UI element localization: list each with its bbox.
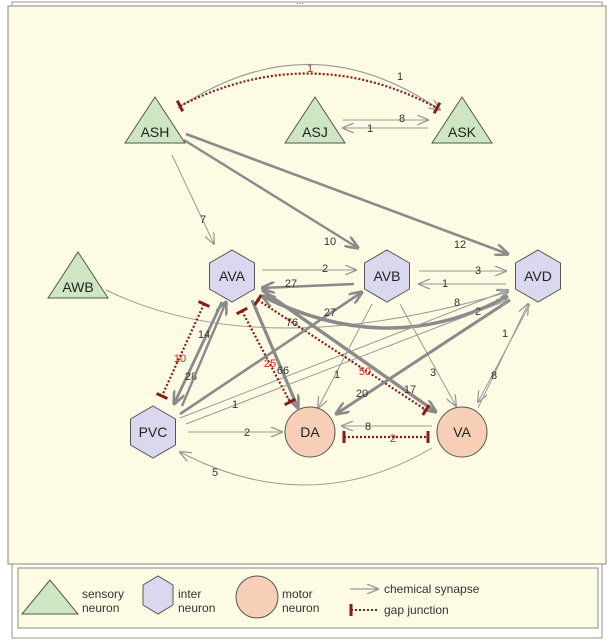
node-label-va: VA bbox=[453, 424, 471, 440]
edge-label-va-da: 8 bbox=[365, 421, 371, 433]
edge-label-ava-va-gap: 50 bbox=[359, 366, 371, 378]
edge-label-ava-da-gap: 25 bbox=[264, 358, 276, 370]
edge-label-avb-da: 1 bbox=[334, 369, 340, 381]
edge-label-ava-va: 17 bbox=[404, 384, 416, 396]
edge-label-ash-ask: 1 bbox=[397, 71, 403, 83]
node-asj: ASJ bbox=[284, 96, 346, 144]
chemical-synapse-va-avd bbox=[477, 304, 528, 409]
motor-neuron-circle-icon bbox=[436, 406, 488, 458]
chemical-synapse-va-pvc bbox=[180, 447, 433, 486]
node-ash: ASH bbox=[124, 96, 186, 144]
sensory-neuron-triangle-icon bbox=[47, 251, 109, 299]
chemical-synapse-pvc-avb bbox=[179, 292, 362, 416]
legend-inter-label-1: inter bbox=[178, 587, 201, 601]
chemical-synapse-ash-avd bbox=[185, 132, 508, 254]
gap-junction-ash-ask bbox=[175, 72, 442, 114]
nodes-layer: ASH ASJ ASK AWB AVA AVB AVD PVC DA VA bbox=[47, 96, 561, 459]
chemical-synapse-ash-ava bbox=[171, 154, 214, 244]
chemical-synapse-ash-avb bbox=[183, 138, 358, 248]
inter-neuron-hexagon-icon bbox=[209, 249, 255, 303]
legend-sensory-triangle-icon bbox=[20, 579, 80, 615]
legend-gap-label: gap junction bbox=[384, 603, 449, 617]
sensory-neuron-triangle-icon bbox=[431, 96, 493, 144]
legend-sensory-label-1: sensory bbox=[82, 587, 124, 601]
edge-label-va-pvc: 5 bbox=[212, 467, 218, 479]
diagram-title: ... bbox=[296, 0, 304, 7]
edge-label-avb-va: 3 bbox=[430, 367, 436, 379]
legend-box bbox=[17, 567, 599, 629]
chemical-synapse-avb-da bbox=[318, 303, 373, 408]
edge-label-ava-da: 66 bbox=[277, 365, 289, 377]
node-avd: AVD bbox=[515, 249, 561, 303]
edge-label-avb-avd: 3 bbox=[475, 265, 481, 277]
edge-label-da-va-gap: 2 bbox=[390, 433, 396, 445]
node-avb: AVB bbox=[364, 249, 410, 303]
chemical-synapse-pvc-avd bbox=[185, 300, 508, 425]
edge-label-asj-ask: 8 bbox=[399, 113, 405, 125]
edge-label-va-avd: 8 bbox=[491, 370, 497, 382]
node-label-ask: ASK bbox=[448, 124, 477, 140]
node-label-ava: AVA bbox=[219, 268, 246, 284]
edge-label-avb-ava: 27 bbox=[285, 278, 297, 290]
edge-label-pvc-ava: 14 bbox=[198, 329, 210, 341]
legend-motor-circle-icon bbox=[235, 575, 279, 619]
node-pvc: PVC bbox=[130, 405, 176, 459]
legend-inter-hexagon-icon bbox=[142, 575, 174, 615]
motor-neuron-circle-icon bbox=[284, 406, 336, 458]
inter-neuron-hexagon-icon bbox=[515, 249, 561, 303]
node-label-avd: AVD bbox=[524, 268, 552, 284]
inter-neuron-hexagon-icon bbox=[130, 405, 176, 459]
edge-label-ava-avb: 2 bbox=[322, 263, 328, 275]
legend-chemical-label: chemical synapse bbox=[384, 582, 480, 596]
edge-label-pvc-da: 2 bbox=[244, 427, 250, 439]
legend-inter-label-2: neuron bbox=[178, 601, 215, 615]
edge-label-ask-asj: 1 bbox=[367, 123, 373, 135]
legend: sensory neuron inter neuron motor neuron… bbox=[17, 567, 599, 629]
edge-label-ash-avb: 10 bbox=[324, 236, 336, 248]
edge-label-awb-avd: 8 bbox=[454, 297, 460, 309]
edge-label-ash-ava: 7 bbox=[200, 214, 206, 226]
edge-label-avd-da: 20 bbox=[356, 388, 368, 400]
chemical-synapse-avb-ava bbox=[262, 284, 355, 288]
node-da: DA bbox=[284, 406, 336, 458]
diagram-panel bbox=[7, 5, 607, 565]
inter-neuron-hexagon-icon bbox=[364, 249, 410, 303]
edge-label-avd-va: 1 bbox=[502, 328, 508, 340]
node-label-awb: AWB bbox=[62, 279, 93, 295]
node-va: VA bbox=[436, 406, 488, 458]
legend-motor-label-2: neuron bbox=[282, 601, 319, 615]
gap-junction-ava-va bbox=[253, 294, 431, 416]
sensory-neuron-triangle-icon bbox=[284, 96, 346, 144]
node-label-avb: AVB bbox=[374, 268, 401, 284]
edge-label-ava-pvc-gap: 10 bbox=[174, 353, 186, 365]
node-label-pvc: PVC bbox=[139, 424, 168, 440]
legend-motor-label-1: motor bbox=[282, 587, 313, 601]
gap-junction-ava-pvc bbox=[155, 300, 211, 400]
node-label-ash: ASH bbox=[141, 124, 170, 140]
node-label-da: DA bbox=[300, 424, 320, 440]
sensory-neuron-triangle-icon bbox=[124, 96, 186, 144]
edge-label-pvc-avb: 27 bbox=[324, 307, 336, 319]
node-ask: ASK bbox=[431, 96, 493, 144]
edge-label-pvc-avd: 1 bbox=[232, 399, 238, 411]
node-awb: AWB bbox=[47, 251, 109, 299]
legend-sensory-label-2: neuron bbox=[82, 601, 119, 615]
edge-label-avd-avb: 1 bbox=[442, 278, 448, 290]
chemical-synapse-avd-da bbox=[336, 298, 511, 414]
chemical-synapse-ash-ask bbox=[177, 63, 440, 110]
node-label-asj: ASJ bbox=[302, 124, 328, 140]
edge-label-ash-ask-gap: 1 bbox=[307, 63, 313, 75]
node-ava: AVA bbox=[209, 249, 255, 303]
edge-label-ash-avd: 12 bbox=[454, 239, 466, 251]
